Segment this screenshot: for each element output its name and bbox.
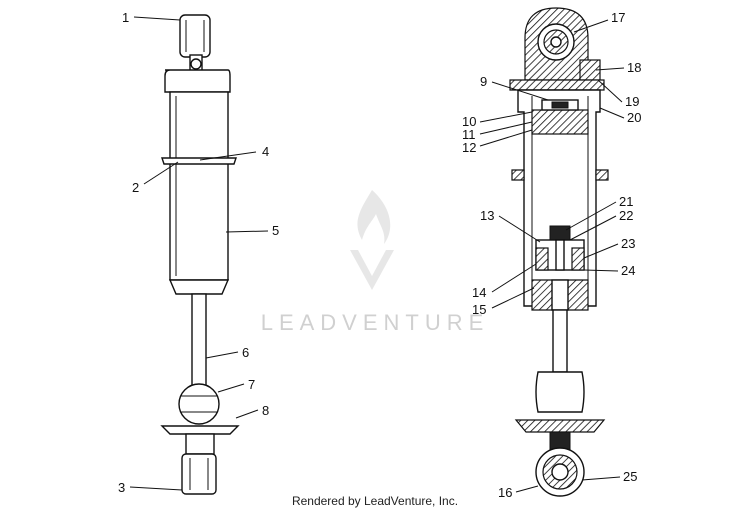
callout-24: 24 (621, 263, 635, 278)
watermark-logo (350, 190, 394, 290)
callout-17: 17 (611, 10, 625, 25)
shock-exterior-view (160, 14, 240, 495)
callout-11: 11 (462, 127, 476, 142)
callout-1: 1 (122, 10, 129, 25)
watermark-text: LEADVENTURE (261, 310, 490, 335)
leader-lines (129, 16, 625, 493)
callout-9: 9 (480, 74, 487, 89)
callout-23: 23 (621, 236, 635, 251)
callout-5: 5 (272, 223, 279, 238)
callout-22: 22 (619, 208, 633, 223)
footer-credit: Rendered by LeadVenture, Inc. (291, 494, 459, 508)
callout-3: 3 (118, 480, 125, 495)
callout-19: 19 (625, 94, 639, 109)
callout-15: 15 (472, 302, 486, 317)
callout-2: 2 (132, 180, 139, 195)
callout-6: 6 (242, 345, 249, 360)
callout-18: 18 (627, 60, 641, 75)
callout-7: 7 (248, 377, 255, 392)
callout-25: 25 (623, 469, 637, 484)
callout-21: 21 (619, 194, 633, 209)
callout-8: 8 (262, 403, 269, 418)
callout-16: 16 (498, 485, 512, 500)
shock-cutaway-view (509, 7, 609, 497)
callout-10: 10 (462, 114, 476, 129)
callout-13: 13 (480, 208, 494, 223)
callout-labels: 1 2 3 4 5 6 7 8 9 10 11 12 13 14 15 16 1… (118, 10, 641, 500)
callout-14: 14 (472, 285, 486, 300)
callout-12: 12 (462, 140, 476, 155)
callout-20: 20 (627, 110, 641, 125)
callout-4: 4 (262, 144, 269, 159)
